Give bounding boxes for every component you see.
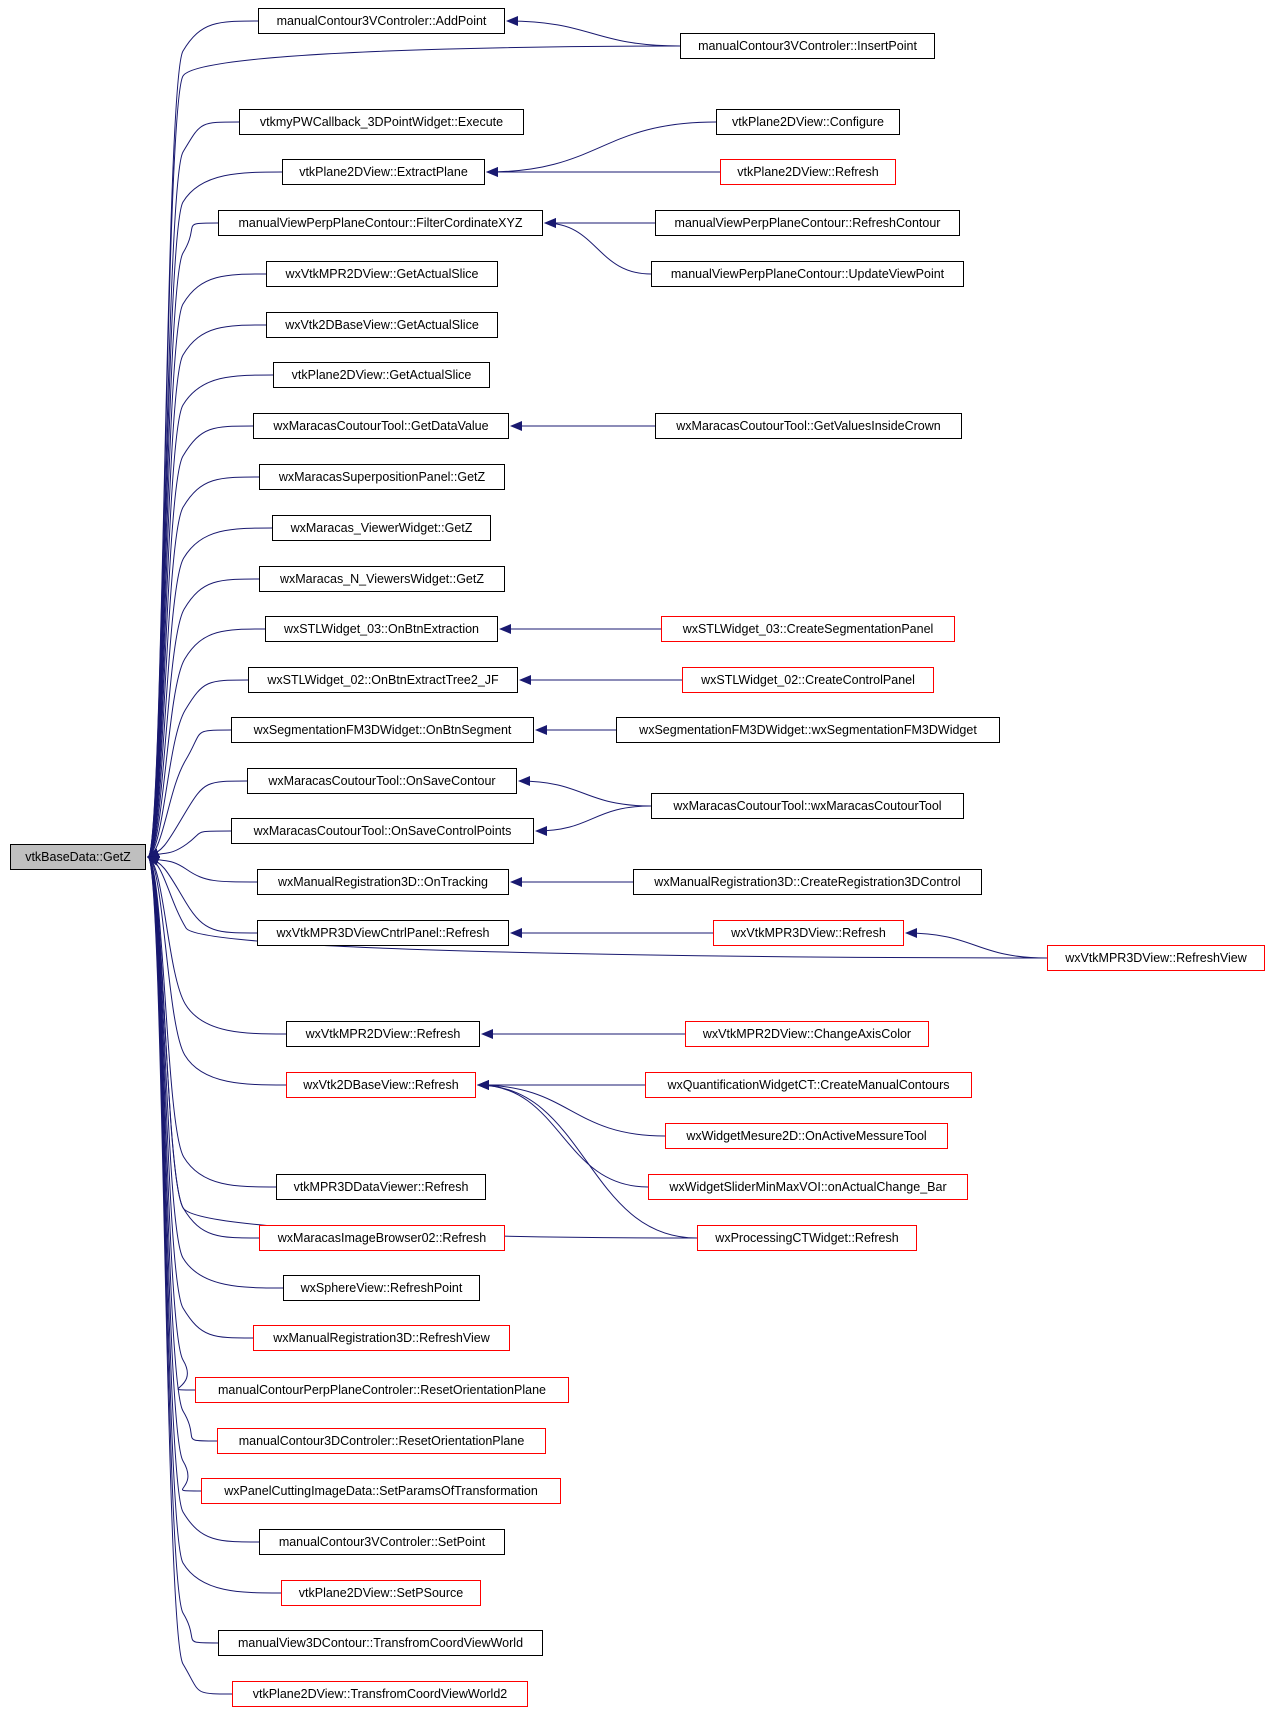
graph-node-plane2drefresh[interactable]: vtkPlane2DView::Refresh bbox=[720, 159, 896, 185]
edge-perpreset-to-root bbox=[147, 856, 196, 1391]
edge-getdatavalue-to-root bbox=[147, 425, 254, 858]
edge-superposgetz-to-root bbox=[147, 476, 260, 858]
root-node: vtkBaseData::GetZ bbox=[10, 844, 146, 870]
graph-node-mpr2drefresh[interactable]: wxVtkMPR2DView::Refresh bbox=[286, 1021, 480, 1047]
graph-node-mpr2dslice[interactable]: wxVtkMPR2DView::GetActualSlice bbox=[266, 261, 498, 287]
graph-node-onactualchange[interactable]: wxWidgetSliderMinMaxVOI::onActualChange_… bbox=[648, 1174, 968, 1200]
graph-node-setpoint[interactable]: manualContour3VControler::SetPoint bbox=[259, 1529, 505, 1555]
graph-node-transform2[interactable]: vtkPlane2DView::TransfromCoordViewWorld2 bbox=[232, 1681, 528, 1707]
edge-insertpoint-to-root bbox=[147, 45, 681, 858]
graph-node-mpr3ddataviewer[interactable]: vtkMPR3DDataViewer::Refresh bbox=[276, 1174, 486, 1200]
edge-coutourctor-to-savecontour bbox=[518, 776, 652, 807]
edge-processingct-to-base2drefresh bbox=[477, 1080, 698, 1239]
graph-node-extractplane[interactable]: vtkPlane2DView::ExtractPlane bbox=[282, 159, 485, 185]
graph-node-addpoint[interactable]: manualContour3VControler::AddPoint bbox=[258, 8, 505, 34]
graph-node-execute[interactable]: vtkmyPWCallback_3DPointWidget::Execute bbox=[239, 109, 524, 135]
graph-node-reg3drefreshview[interactable]: wxManualRegistration3D::RefreshView bbox=[253, 1325, 510, 1351]
edge-base2drefresh-to-root bbox=[147, 856, 287, 1086]
graph-node-cuttingparams[interactable]: wxPanelCuttingImageData::SetParamsOfTran… bbox=[201, 1478, 561, 1504]
edge-updateviewpoint-to-filtercord bbox=[544, 218, 652, 275]
edge-ontracking-to-root bbox=[147, 856, 258, 883]
graph-node-processingct[interactable]: wxProcessingCTWidget::Refresh bbox=[697, 1225, 917, 1251]
graph-node-fm3dsegment[interactable]: wxSegmentationFM3DWidget::OnBtnSegment bbox=[231, 717, 534, 743]
graph-node-changeaxiscolor[interactable]: wxVtkMPR2DView::ChangeAxisColor bbox=[685, 1021, 929, 1047]
edge-mpr3dcntrlrefresh-to-root bbox=[147, 856, 258, 934]
graph-node-mpr3drefreshview[interactable]: wxVtkMPR3DView::RefreshView bbox=[1047, 945, 1265, 971]
edge-savecontour-to-root bbox=[147, 780, 248, 858]
graph-node-base2drefresh[interactable]: wxVtk2DBaseView::Refresh bbox=[286, 1072, 476, 1098]
graph-node-nviewersgetz[interactable]: wxMaracas_N_ViewersWidget::GetZ bbox=[259, 566, 505, 592]
edge-transform2-to-root bbox=[147, 856, 233, 1695]
graph-node-stl02create[interactable]: wxSTLWidget_02::CreateControlPanel bbox=[682, 667, 934, 693]
edge-mpr2drefresh-to-root bbox=[147, 856, 287, 1035]
graph-node-savecontour[interactable]: wxMaracasCoutourTool::OnSaveContour bbox=[247, 768, 517, 794]
graph-node-fm3dctor[interactable]: wxSegmentationFM3DWidget::wxSegmentation… bbox=[616, 717, 1000, 743]
edge-extractplane-to-root bbox=[147, 171, 283, 858]
edge-onactualchange-to-base2drefresh bbox=[477, 1080, 649, 1188]
graph-node-configure[interactable]: vtkPlane2DView::Configure bbox=[716, 109, 900, 135]
graph-node-stl03btn[interactable]: wxSTLWidget_03::OnBtnExtraction bbox=[265, 616, 498, 642]
edge-sphererefresh-to-root bbox=[147, 856, 284, 1289]
edge-imagebrowser02-to-root bbox=[147, 856, 260, 1239]
edge-fm3dsegment-to-root bbox=[147, 729, 232, 858]
edge-onactivemesure-to-base2drefresh bbox=[477, 1080, 666, 1137]
edge-cuttingparams-to-root bbox=[147, 856, 202, 1492]
graph-node-coutourctor[interactable]: wxMaracasCoutourTool::wxMaracasCoutourTo… bbox=[651, 793, 964, 819]
graph-node-updateviewpoint[interactable]: manualViewPerpPlaneContour::UpdateViewPo… bbox=[651, 261, 964, 287]
graph-node-plane2dslice[interactable]: vtkPlane2DView::GetActualSlice bbox=[273, 362, 490, 388]
graph-node-ontracking[interactable]: wxManualRegistration3D::OnTracking bbox=[257, 869, 509, 895]
graph-node-stl03create[interactable]: wxSTLWidget_03::CreateSegmentationPanel bbox=[661, 616, 955, 642]
edge-coutourctor-to-savecontrolpoints bbox=[535, 805, 652, 836]
edge-mpr3drefreshview-to-mpr3drefresh bbox=[905, 928, 1048, 959]
graph-node-c3dreset[interactable]: manualContour3DControler::ResetOrientati… bbox=[217, 1428, 546, 1454]
graph-node-mpr3dcntrlrefresh[interactable]: wxVtkMPR3DViewCntrlPanel::Refresh bbox=[257, 920, 509, 946]
edge-plane2dslice-to-root bbox=[147, 374, 274, 858]
edge-savecontrolpoints-to-root bbox=[147, 830, 232, 858]
graph-node-createmanualcontours[interactable]: wxQuantificationWidgetCT::CreateManualCo… bbox=[645, 1072, 972, 1098]
graph-node-setpsource[interactable]: vtkPlane2DView::SetPSource bbox=[281, 1580, 481, 1606]
graph-node-getdatavalue[interactable]: wxMaracasCoutourTool::GetDataValue bbox=[253, 413, 509, 439]
graph-node-perpreset[interactable]: manualContourPerpPlaneControler::ResetOr… bbox=[195, 1377, 569, 1403]
graph-node-createreg3d[interactable]: wxManualRegistration3D::CreateRegistrati… bbox=[633, 869, 982, 895]
edge-configure-to-extractplane bbox=[486, 121, 717, 177]
edge-mpr3ddataviewer-to-root bbox=[147, 856, 277, 1188]
graph-node-getvaluescrown[interactable]: wxMaracasCoutourTool::GetValuesInsideCro… bbox=[655, 413, 962, 439]
edge-insertpoint-to-addpoint bbox=[506, 16, 681, 47]
graph-node-superposgetz[interactable]: wxMaracasSuperpositionPanel::GetZ bbox=[259, 464, 505, 490]
graph-node-viewerwidgetgetz[interactable]: wxMaracas_ViewerWidget::GetZ bbox=[272, 515, 491, 541]
edge-stl02btn-to-root bbox=[147, 679, 249, 858]
graph-node-sphererefresh[interactable]: wxSphereView::RefreshPoint bbox=[283, 1275, 480, 1301]
edge-mpr3drefreshview-to-root bbox=[147, 856, 1048, 959]
graph-node-savecontrolpoints[interactable]: wxMaracasCoutourTool::OnSaveControlPoint… bbox=[231, 818, 534, 844]
graph-node-onactivemesure[interactable]: wxWidgetMesure2D::OnActiveMessureTool bbox=[665, 1123, 948, 1149]
edge-viewerwidgetgetz-to-root bbox=[147, 527, 273, 858]
graph-node-imagebrowser02[interactable]: wxMaracasImageBrowser02::Refresh bbox=[259, 1225, 505, 1251]
graph-node-insertpoint[interactable]: manualContour3VControler::InsertPoint bbox=[680, 33, 935, 59]
graph-node-filtercord[interactable]: manualViewPerpPlaneContour::FilterCordin… bbox=[218, 210, 543, 236]
graph-node-refreshcontour[interactable]: manualViewPerpPlaneContour::RefreshConto… bbox=[655, 210, 960, 236]
edge-stl03btn-to-root bbox=[147, 628, 266, 858]
graph-node-transform3d[interactable]: manualView3DContour::TransfromCoordViewW… bbox=[218, 1630, 543, 1656]
graph-node-mpr3drefresh[interactable]: wxVtkMPR3DView::Refresh bbox=[713, 920, 904, 946]
edge-nviewersgetz-to-root bbox=[147, 578, 260, 858]
graph-node-base2dslice[interactable]: wxVtk2DBaseView::GetActualSlice bbox=[266, 312, 498, 338]
graph-node-stl02btn[interactable]: wxSTLWidget_02::OnBtnExtractTree2_JF bbox=[248, 667, 518, 693]
